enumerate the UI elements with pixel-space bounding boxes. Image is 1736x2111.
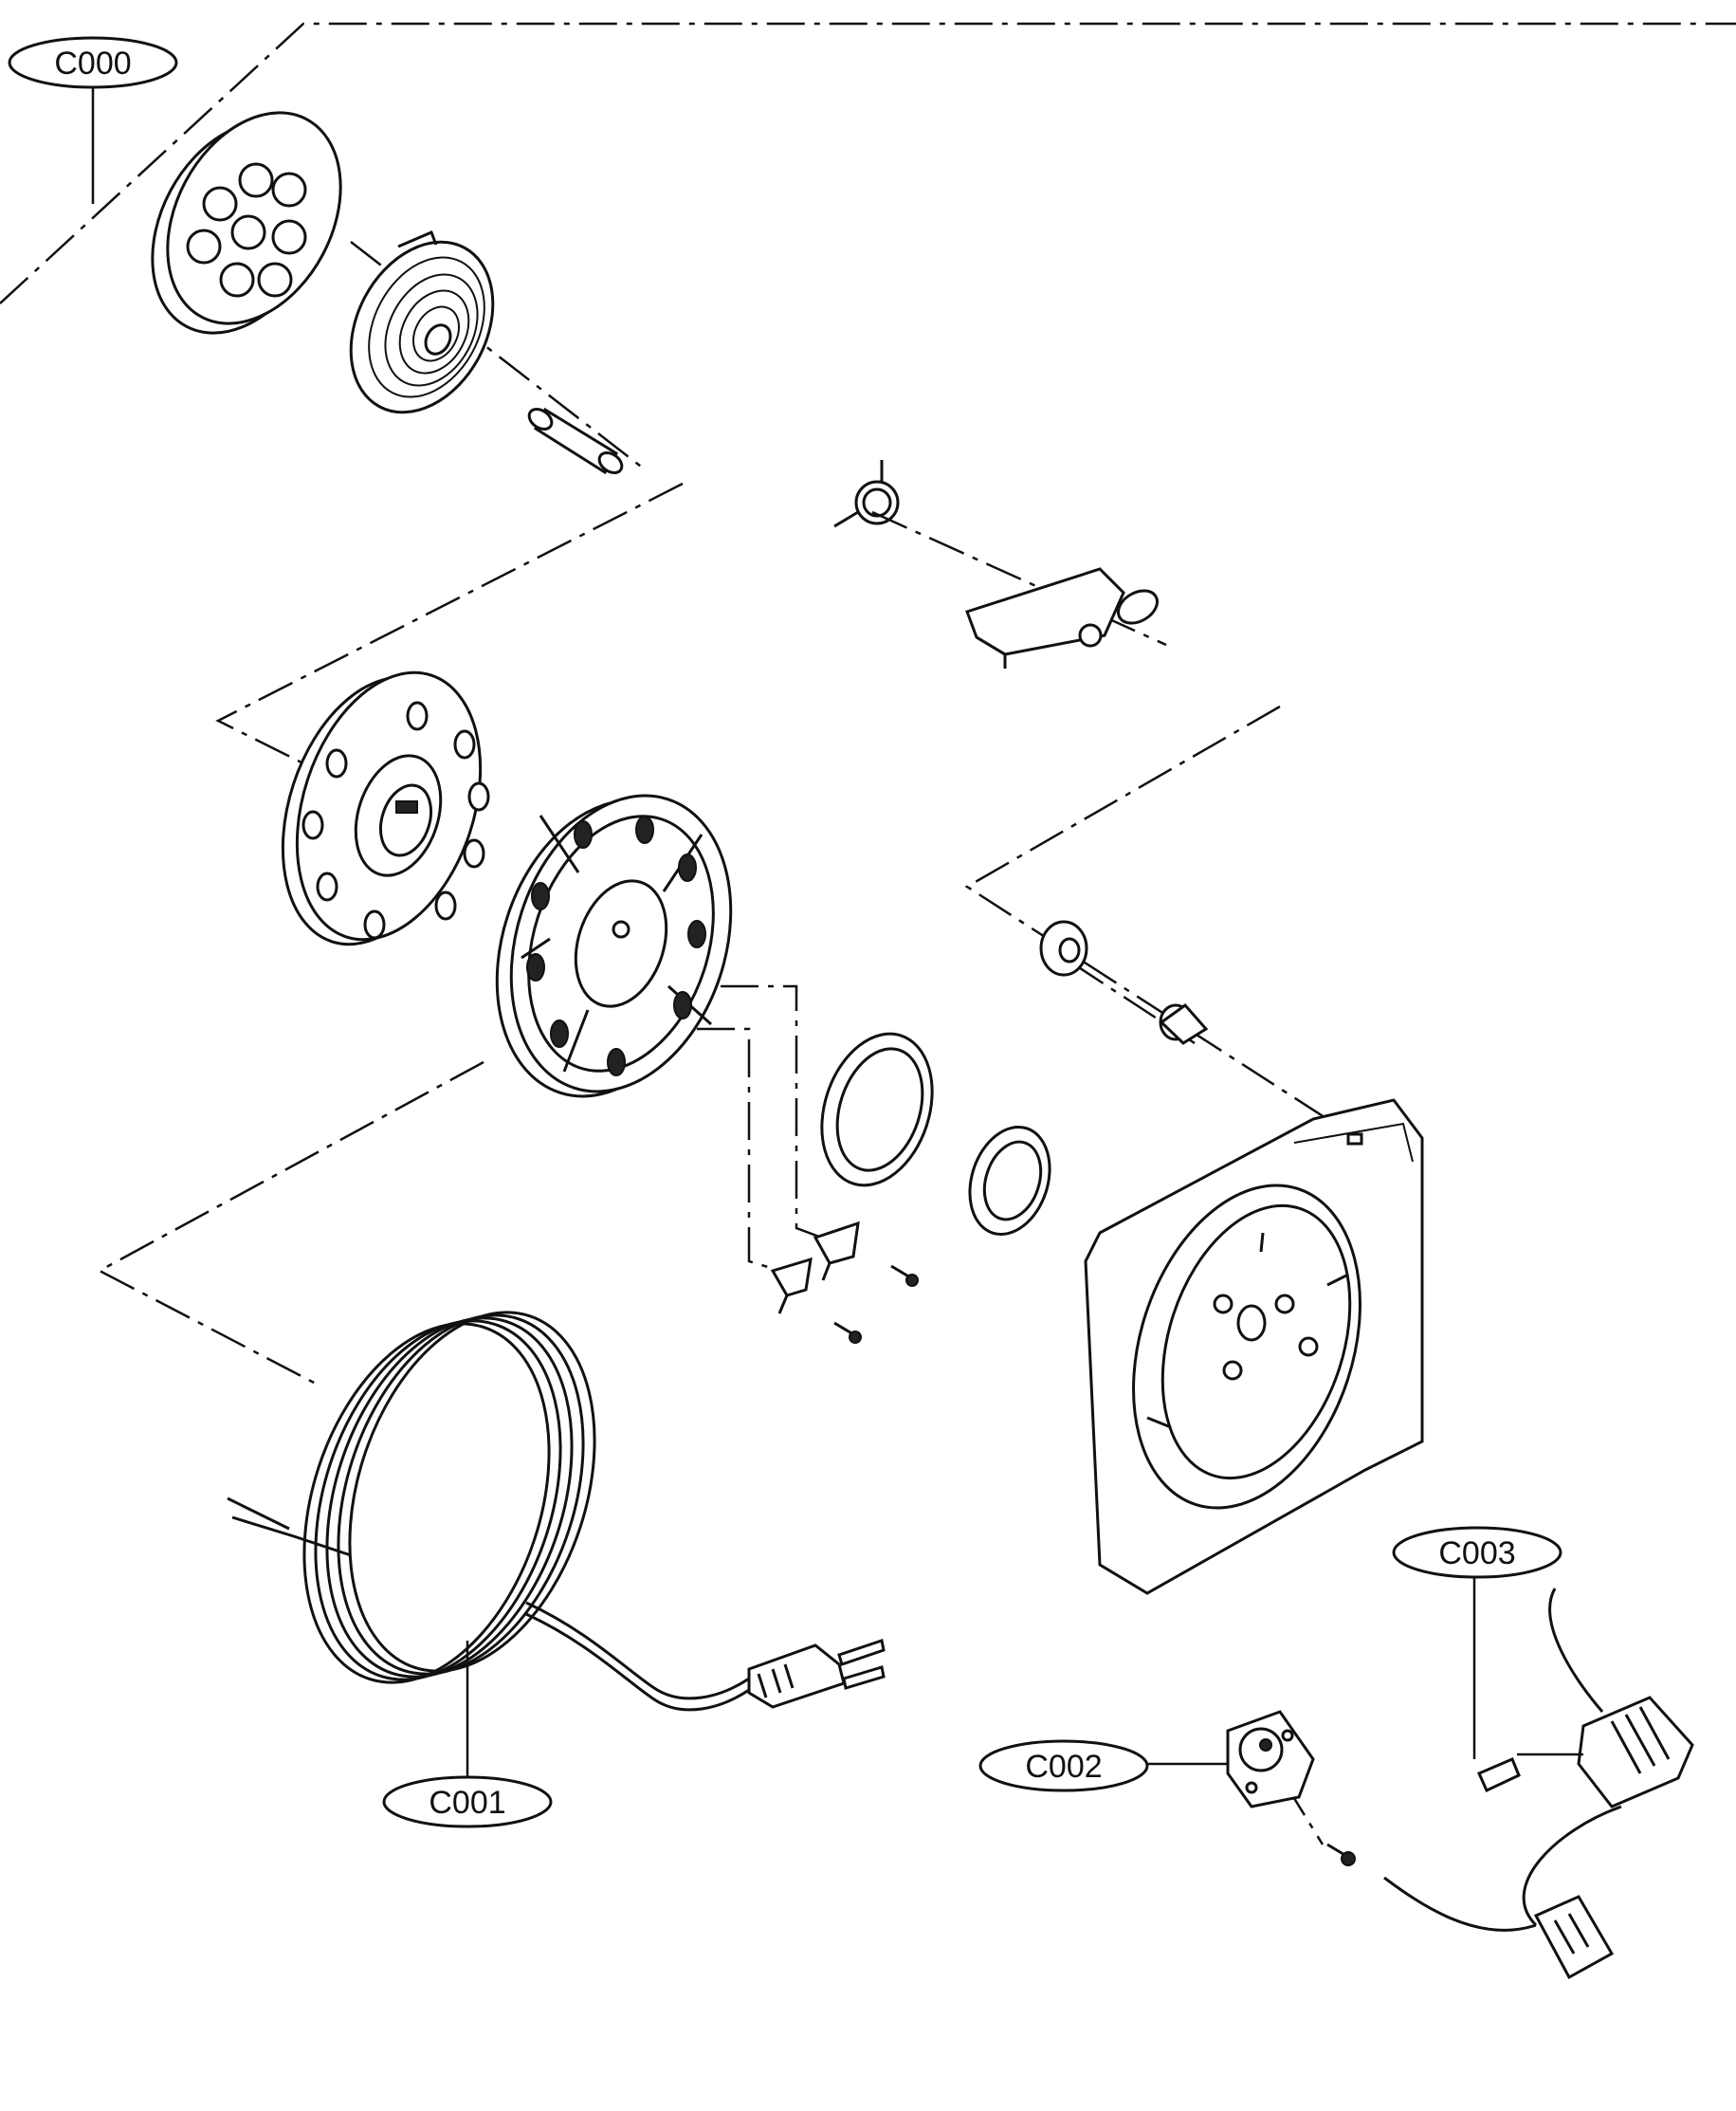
assembly-boundary xyxy=(0,22,1736,304)
callout-c002-text: C002 xyxy=(1025,1749,1102,1785)
callout-c000: C000 xyxy=(8,36,178,89)
assembly-center-lines xyxy=(97,241,1328,1845)
contact-brush-2 xyxy=(770,1257,813,1314)
power-plug xyxy=(747,1639,886,1709)
reel-shaft xyxy=(527,407,624,475)
power-cord-coil xyxy=(227,1311,750,1712)
callout-c003: C003 xyxy=(1392,1526,1562,1579)
reel-plate xyxy=(281,670,490,946)
reel-drum xyxy=(495,794,733,1098)
bushing xyxy=(1039,920,1088,977)
screw-2 xyxy=(833,1321,862,1344)
spiral-spring xyxy=(349,230,495,414)
washer-ring xyxy=(968,1125,1051,1237)
callout-c003-text: C003 xyxy=(1438,1535,1515,1571)
leader-lines xyxy=(91,85,1583,1783)
switch-assembly xyxy=(1383,1588,1694,1980)
callout-c000-text: C000 xyxy=(54,46,131,82)
reel-housing-base xyxy=(1084,1098,1424,1595)
contact-brush-1 xyxy=(813,1221,860,1281)
switch-part xyxy=(1226,1710,1315,1808)
reel-cover-disc xyxy=(151,111,342,335)
screw-3 xyxy=(1326,1843,1356,1866)
screw-1 xyxy=(890,1264,919,1287)
callout-c001: C001 xyxy=(382,1775,553,1828)
brake-lever xyxy=(965,567,1159,669)
pin xyxy=(1159,1002,1209,1045)
torsion-spring xyxy=(833,460,900,528)
callout-c002: C002 xyxy=(978,1739,1149,1792)
contact-ring xyxy=(820,1032,934,1187)
callout-c001-text: C001 xyxy=(429,1785,505,1821)
